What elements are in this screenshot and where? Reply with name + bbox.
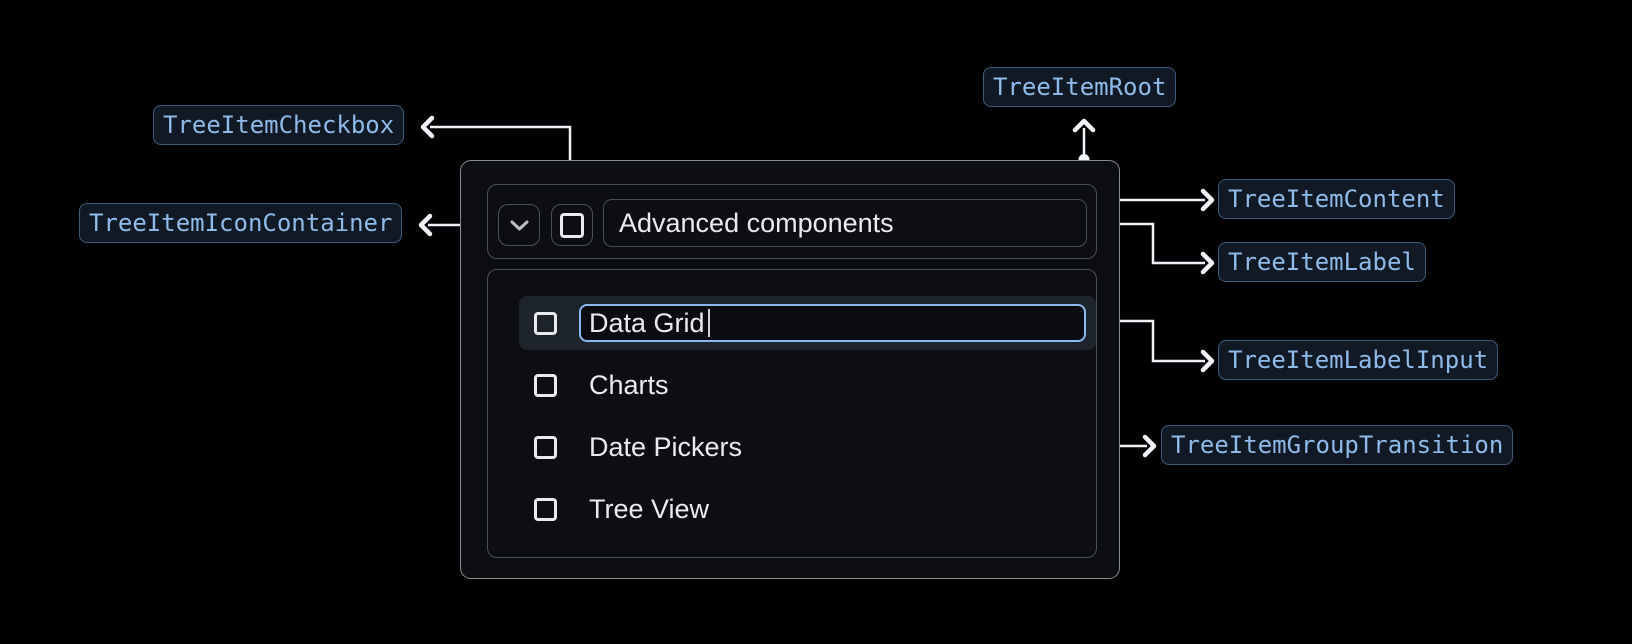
tree-item-row-date-pickers[interactable]: Date Pickers xyxy=(519,420,1096,474)
tree-item-label-text: Tree View xyxy=(589,493,710,524)
tree-item-label-text: Advanced components xyxy=(619,207,894,238)
annotation-tree-item-group-transition: TreeItemGroupTransition xyxy=(1161,425,1514,465)
text-caret xyxy=(707,309,711,337)
annotation-tree-item-root: TreeItemRoot xyxy=(983,67,1177,107)
annotation-tree-item-checkbox: TreeItemCheckbox xyxy=(153,105,405,145)
tree-item-checkbox[interactable] xyxy=(534,311,557,335)
tree-item-content[interactable]: Advanced components xyxy=(487,184,1097,259)
tree-item-checkbox[interactable] xyxy=(534,497,557,521)
tree-item-icon-container[interactable] xyxy=(498,204,540,246)
tree-item-row-tree-view[interactable]: Tree View xyxy=(519,482,1096,536)
tree-item-label-input[interactable]: Data Grid xyxy=(579,304,1086,342)
tree-item-checkbox[interactable] xyxy=(560,212,584,238)
annotation-tree-item-label-input: TreeItemLabelInput xyxy=(1218,340,1499,380)
label-input-value: Data Grid xyxy=(589,307,705,338)
tree-item-group-transition: Data Grid Charts Date Pickers Tree View xyxy=(487,269,1097,558)
annotation-tree-item-content: TreeItemContent xyxy=(1218,179,1455,219)
tree-item-checkbox-container xyxy=(551,204,593,246)
tree-item-label: Advanced components xyxy=(603,199,1087,247)
tree-item-label-text: Date Pickers xyxy=(589,431,743,462)
chevron-down-icon xyxy=(510,220,528,230)
annotation-tree-item-icon-container: TreeItemIconContainer xyxy=(79,203,403,243)
tree-item-checkbox[interactable] xyxy=(534,435,557,459)
tree-item-label-text: Charts xyxy=(589,369,669,400)
annotation-tree-item-label: TreeItemLabel xyxy=(1218,242,1426,282)
tree-item-row-data-grid[interactable]: Data Grid xyxy=(519,296,1096,350)
tree-item-root: Advanced components Data Grid Charts Dat… xyxy=(460,160,1120,579)
tree-item-checkbox[interactable] xyxy=(534,373,557,397)
connector-root xyxy=(1072,118,1096,165)
tree-item-row-charts[interactable]: Charts xyxy=(519,358,1096,412)
